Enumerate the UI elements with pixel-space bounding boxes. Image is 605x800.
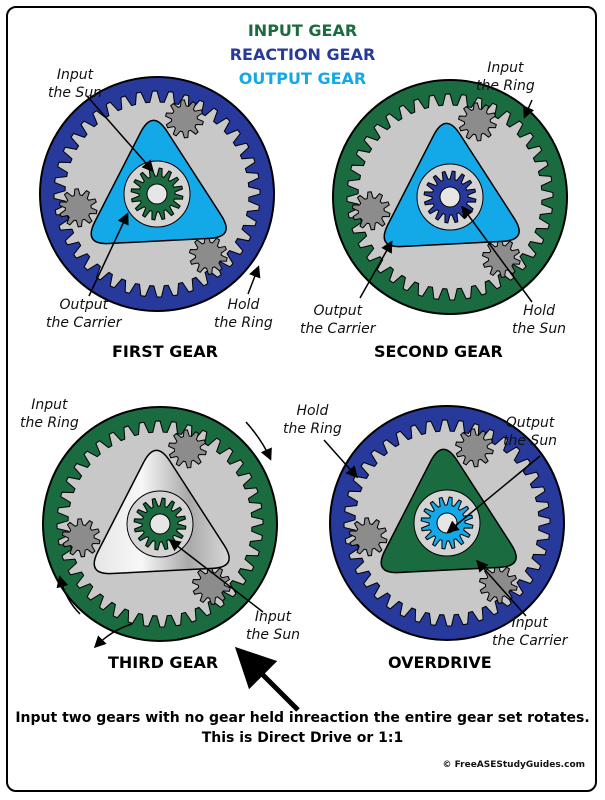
title-second-gear: SECOND GEAR [374,342,503,361]
callout-line: the Ring [20,415,79,431]
page-frame [6,6,597,792]
rotation-arrow-left [56,575,81,615]
arrow-overdrive-input-carrier [476,559,527,617]
title-first-gear: FIRST GEAR [112,342,218,361]
callout-first-input-sun: Input the Sun [48,66,102,102]
sun-gear-hub [436,512,458,534]
callout-third-input-ring: Input the Ring [20,396,79,432]
title-overdrive: OVERDRIVE [388,653,492,672]
rotation-arrow-top [245,421,272,461]
callout-second-hold-sun: Hold the Sun [512,302,566,338]
callout-line: Hold [296,403,329,419]
callout-first-hold-ring: Hold the Ring [214,296,273,332]
callout-line: Hold [227,297,260,313]
caption-line-1: Input two gears with no gear held inreac… [15,710,590,726]
callout-line: Hold [523,303,555,319]
callout-line: Input [487,60,524,76]
big-pointer-arrow [234,646,300,712]
gearset-second-gear [332,79,568,315]
callout-line: the Sun [512,321,567,337]
callout-line: the Ring [214,315,273,331]
callout-line: Output [505,415,555,431]
planet-gear [351,191,391,231]
legend-input-gear: INPUT GEAR [247,21,358,40]
callout-line: the Sun [48,85,103,101]
callout-line: Input [31,397,68,413]
planet-gear [165,99,204,139]
callout-line: the Ring [283,421,342,437]
planet-gear [455,428,494,468]
callout-line: the Sun [246,627,301,643]
arrow-first-hold-ring [247,265,261,295]
arrow-second-hold-sun [461,205,533,303]
arrow-first-input-sun [86,95,154,173]
gearset-first-gear [39,76,275,312]
planet-gear [168,429,207,469]
arrow-second-input-ring [523,99,535,119]
arrow-overdrive-output-sun [446,455,541,533]
gearset-third-gear [42,406,278,642]
caption: Input two gears with no gear held inreac… [0,708,605,748]
rotation-arrow-bottom [93,623,133,649]
title-third-gear: THIRD GEAR [108,653,219,672]
callout-line: the Ring [476,78,535,94]
sun-gear-hub [439,186,461,208]
callout-second-input-ring: Input the Ring [476,59,535,95]
callout-line: Output [59,297,109,313]
legend-output-gear: OUTPUT GEAR [238,69,367,88]
caption-line-2: This is Direct Drive or 1:1 [201,730,404,746]
callout-line: the Sun [503,433,558,449]
arrow-overdrive-hold-ring [323,439,358,479]
sun-gear-hub [146,183,168,205]
callout-line: the Carrier [492,633,568,649]
callout-line: Input [254,609,292,625]
legend-reaction-gear: REACTION GEAR [229,45,376,64]
callout-third-input-sun: Input the Sun [246,608,300,644]
planet-gear [188,235,228,275]
callout-first-output-carrier: Output the Carrier [46,296,122,332]
planet-gear [348,517,388,557]
arrow-third-input-sun [168,539,264,613]
planet-gear [58,188,98,228]
planet-gear [191,565,231,605]
callout-line: the Carrier [300,321,376,337]
callout-second-output-carrier: Output the Carrier [300,302,376,338]
sun-gear-hub [149,513,171,535]
arrow-second-output-carrier [359,240,393,299]
callout-line: Input [511,615,548,631]
planet-gear [61,518,101,558]
callout-overdrive-input-carrier: Input the Carrier [492,614,568,650]
copyright: © FreeASEStudyGuides.com [442,760,585,770]
callout-overdrive-output-sun: Output the Sun [503,414,557,450]
callout-line: Input [56,67,94,83]
planet-gear [458,102,497,142]
callout-line: the Carrier [46,315,122,331]
callout-overdrive-hold-ring: Hold the Ring [283,402,342,438]
arrow-first-output-carrier [88,212,129,297]
callout-line: Output [313,303,363,319]
